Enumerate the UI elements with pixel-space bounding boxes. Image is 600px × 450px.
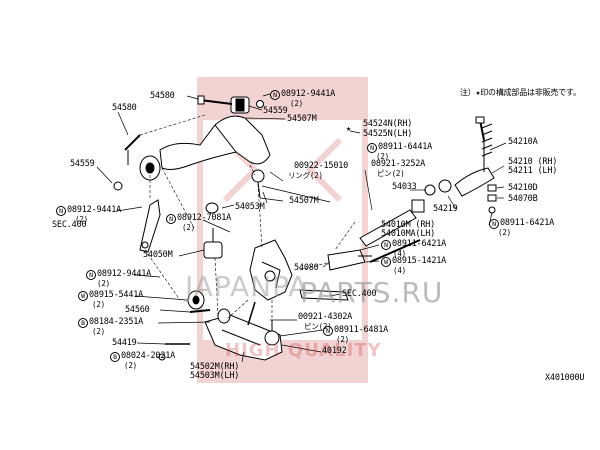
part-label-54502M[interactable]: 54502M(RH) bbox=[190, 362, 240, 372]
part-label-54070B[interactable]: 54070B bbox=[508, 194, 538, 204]
qty-label: (2) bbox=[75, 215, 88, 224]
part-label-54210D[interactable]: 54210D bbox=[508, 183, 538, 193]
qty-label: (2) bbox=[97, 279, 110, 288]
qty-label: (2) bbox=[376, 152, 389, 161]
part-label-54033[interactable]: 54033 bbox=[392, 182, 417, 192]
n-marker-icon: N bbox=[270, 90, 280, 100]
diagram-note: 注）★印の構成部品は非販売です。 bbox=[460, 88, 581, 97]
star-icon: ★ bbox=[346, 124, 351, 134]
part-label-54507M[interactable]: 54507M bbox=[287, 114, 317, 124]
part-label-08921-3252A[interactable]: 08921-3252A bbox=[371, 159, 426, 169]
part-label-54580-left[interactable]: 54580 bbox=[112, 103, 137, 113]
part-label-54050M[interactable]: 54050M bbox=[143, 250, 173, 260]
part-label-00921-4302A[interactable]: 00921-4302A bbox=[298, 312, 353, 322]
qty-label: ピン(2) bbox=[304, 322, 332, 331]
part-label-54503M[interactable]: 54503M(LH) bbox=[190, 371, 240, 381]
qty-label: (2) bbox=[290, 99, 303, 108]
qty-label: (2) bbox=[92, 300, 105, 309]
watermark-text-b: PARTS.RU bbox=[300, 276, 444, 309]
n-marker-icon: N bbox=[367, 143, 377, 153]
part-label-54559-left[interactable]: 54559 bbox=[70, 159, 95, 169]
upper-control-arm bbox=[159, 115, 271, 170]
n-marker-icon: N bbox=[56, 206, 66, 216]
qty-label: (2) bbox=[498, 228, 511, 237]
part-label-54525N[interactable]: 54525N(LH) bbox=[363, 129, 413, 139]
n-marker-icon: N bbox=[381, 240, 391, 250]
part-label-54010M[interactable]: 54010M (RH) bbox=[381, 220, 436, 230]
part-label-54010MA[interactable]: 54010MA(LH) bbox=[381, 229, 436, 239]
part-label-00922-15010[interactable]: 00922-15010 bbox=[294, 161, 349, 171]
part-label-54211[interactable]: 54211 (LH) bbox=[508, 166, 558, 176]
qty-label: (4) bbox=[393, 266, 406, 275]
n-marker-icon: N bbox=[166, 214, 176, 224]
part-label-54210[interactable]: 54210 (RH) bbox=[508, 157, 558, 167]
section-ref-sec400[interactable]: SEC.400 bbox=[52, 220, 87, 230]
part-label-54507M-mid[interactable]: 54507M bbox=[289, 196, 319, 206]
w-marker-icon: W bbox=[381, 257, 391, 267]
part-label-54419[interactable]: 54419 bbox=[112, 338, 137, 348]
part-label-54524N[interactable]: 54524N(RH) bbox=[363, 119, 413, 129]
part-label-54219[interactable]: 54219 bbox=[433, 204, 458, 214]
qty-label: (2) bbox=[336, 335, 349, 344]
diagram-code: X401000U bbox=[545, 373, 585, 383]
part-label-54559[interactable]: 54559 bbox=[263, 106, 288, 116]
qty-label: (2) bbox=[182, 223, 195, 232]
qty-label: ピン(2) bbox=[377, 169, 405, 178]
steering-knuckle bbox=[249, 239, 293, 301]
watermark-text-c: HIGH QUALITY bbox=[225, 340, 382, 361]
n-marker-icon: N bbox=[323, 326, 333, 336]
qty-label: (4) bbox=[393, 249, 406, 258]
b-marker-icon: B bbox=[110, 352, 120, 362]
part-label-54080[interactable]: 54080 bbox=[294, 263, 319, 273]
w-marker-icon: W bbox=[78, 291, 88, 301]
qty-label: (2) bbox=[124, 361, 137, 370]
lower-control-arm bbox=[204, 314, 283, 361]
part-label-40192[interactable]: 40192 bbox=[322, 346, 347, 356]
torsion-bar bbox=[359, 209, 417, 247]
n-marker-icon: N bbox=[489, 219, 499, 229]
part-label-54210A[interactable]: 54210A bbox=[508, 137, 538, 147]
watermark-text-a: JAPANPA bbox=[185, 270, 309, 303]
part-label-54580[interactable]: 54580 bbox=[150, 91, 175, 101]
strut-link bbox=[454, 167, 495, 197]
part-label-54560[interactable]: 54560 bbox=[125, 305, 150, 315]
qty-label: リング(2) bbox=[288, 171, 323, 180]
part-label-54053M[interactable]: 54053M bbox=[235, 202, 265, 212]
section-ref-sec400-b[interactable]: SEC.400 bbox=[342, 289, 377, 299]
qty-label: (2) bbox=[92, 327, 105, 336]
n-marker-icon: N bbox=[86, 270, 96, 280]
b-marker-icon: B bbox=[78, 318, 88, 328]
